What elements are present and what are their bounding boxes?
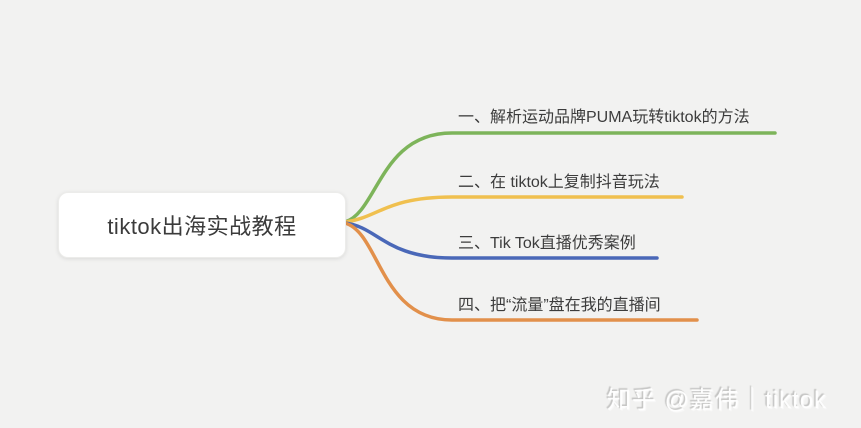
branch-connector-2 [343, 195, 684, 224]
branch-topic-2[interactable]: 二、在 tiktok上复制抖音玩法 [458, 174, 660, 191]
branch-topic-4[interactable]: 四、把“流量”盘在我的直播间 [458, 297, 661, 314]
root-topic-node[interactable]: tiktok出海实战教程 [58, 192, 346, 258]
branch-topic-1[interactable]: 一、解析运动品牌PUMA玩转tiktok的方法 [458, 109, 750, 126]
root-topic-label: tiktok出海实战教程 [107, 214, 297, 239]
branch-connector-4 [343, 221, 699, 322]
branch-connector-3 [343, 221, 659, 260]
watermark: 知乎 @嘉伟｜tiktok [607, 387, 828, 414]
branch-connector-1 [343, 131, 777, 224]
branch-topic-3[interactable]: 三、Tik Tok直播优秀案例 [458, 235, 636, 252]
